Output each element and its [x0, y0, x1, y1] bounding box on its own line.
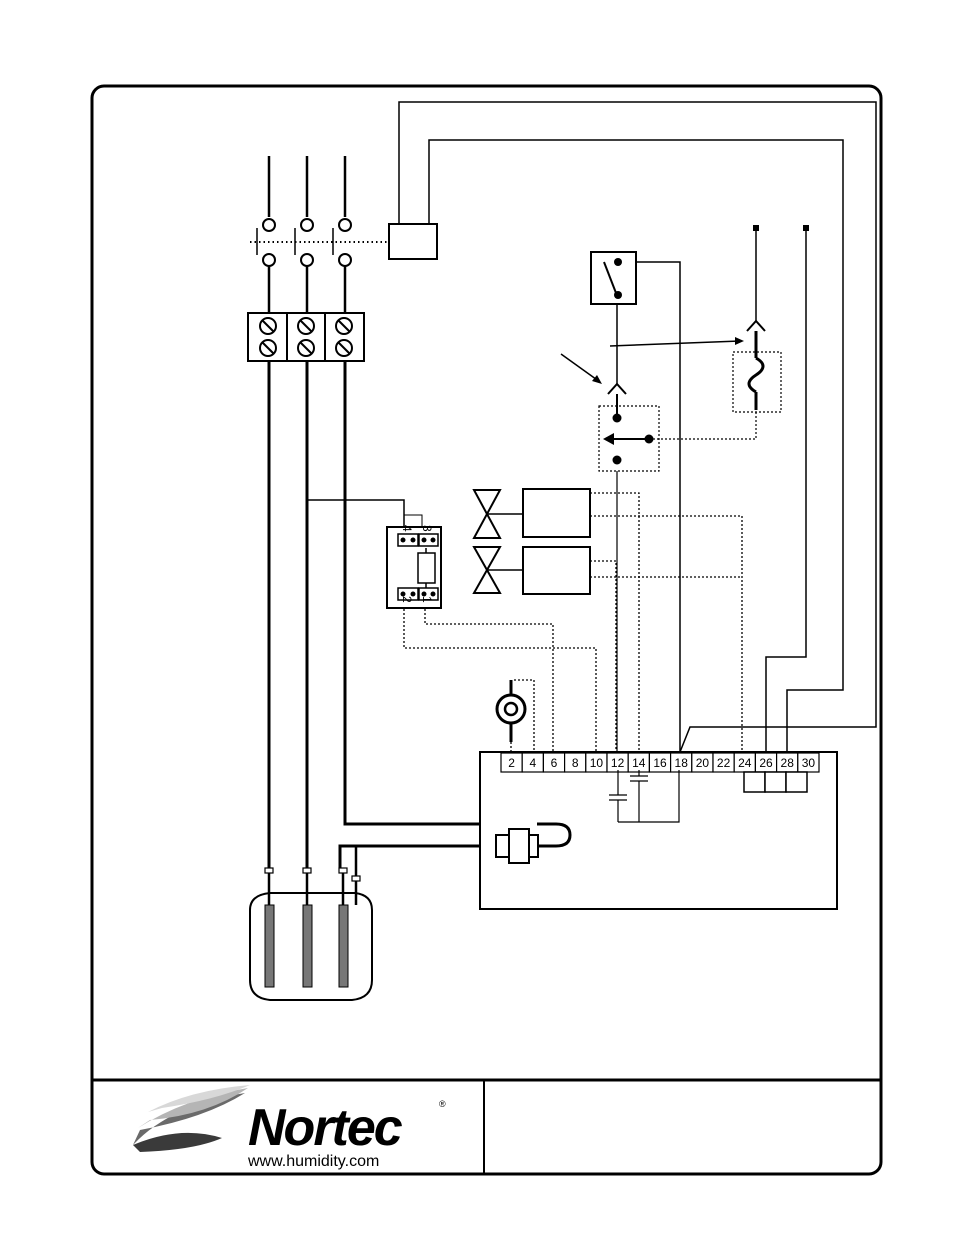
connector-arrow-left — [608, 384, 626, 394]
terminal-number: 8 — [572, 756, 579, 770]
relay-pin-1: 1 — [420, 596, 434, 603]
coil-wire-outer — [399, 102, 876, 752]
terminal-number: 12 — [611, 756, 625, 770]
power-terminal-block — [248, 313, 364, 361]
relay-pin-3: 3 — [420, 525, 434, 532]
pointer-arrow-right-head — [735, 337, 744, 345]
registered-mark: ® — [439, 1099, 446, 1109]
terminal-number: 28 — [781, 756, 795, 770]
outer-frame — [92, 86, 881, 1174]
brand-url: www.humidity.com — [247, 1153, 379, 1170]
terminal-number: 18 — [675, 756, 689, 770]
thermal-sensor — [497, 680, 525, 752]
contactor-coil — [389, 224, 437, 259]
terminal-number: 14 — [632, 756, 646, 770]
terminal-number: 22 — [717, 756, 731, 770]
neutral-wire — [766, 228, 806, 752]
terminal-number: 16 — [653, 756, 667, 770]
nortec-wave-logo — [133, 1085, 250, 1152]
brand-name: Nortec — [248, 1099, 403, 1157]
door-switch — [591, 252, 636, 304]
fuse-to-selector-wire — [653, 412, 756, 439]
drain-valve — [474, 547, 590, 594]
terminal-number: 30 — [802, 756, 816, 770]
terminal-number: 24 — [738, 756, 752, 770]
fuse — [733, 331, 781, 412]
relay-pin-4: 4 — [400, 525, 414, 532]
relay-tap-wire — [307, 500, 404, 527]
current-relay: 4 3 2 1 — [387, 525, 441, 608]
fill-valve — [474, 489, 590, 538]
terminal-number: 10 — [590, 756, 604, 770]
terminal-number: 6 — [551, 756, 558, 770]
main-disconnect — [257, 156, 351, 313]
connector-arrow-right — [747, 321, 765, 331]
terminal-number: 26 — [759, 756, 773, 770]
terminal-number: 4 — [529, 756, 536, 770]
pointer-arrow-left-head — [592, 375, 602, 384]
relay-pin-2: 2 — [400, 596, 414, 603]
pointer-arrow-right — [610, 341, 740, 346]
door-switch-wire — [636, 262, 680, 752]
selector-switch — [599, 394, 659, 471]
pointer-arrow-left — [561, 354, 600, 382]
terminal-number: 2 — [508, 756, 515, 770]
terminal-number: 20 — [696, 756, 710, 770]
coil-wire-inner — [429, 140, 843, 752]
steam-cylinder — [250, 846, 372, 1000]
supply-terminal-1 — [753, 225, 759, 231]
board-relay-outputs — [744, 772, 807, 792]
